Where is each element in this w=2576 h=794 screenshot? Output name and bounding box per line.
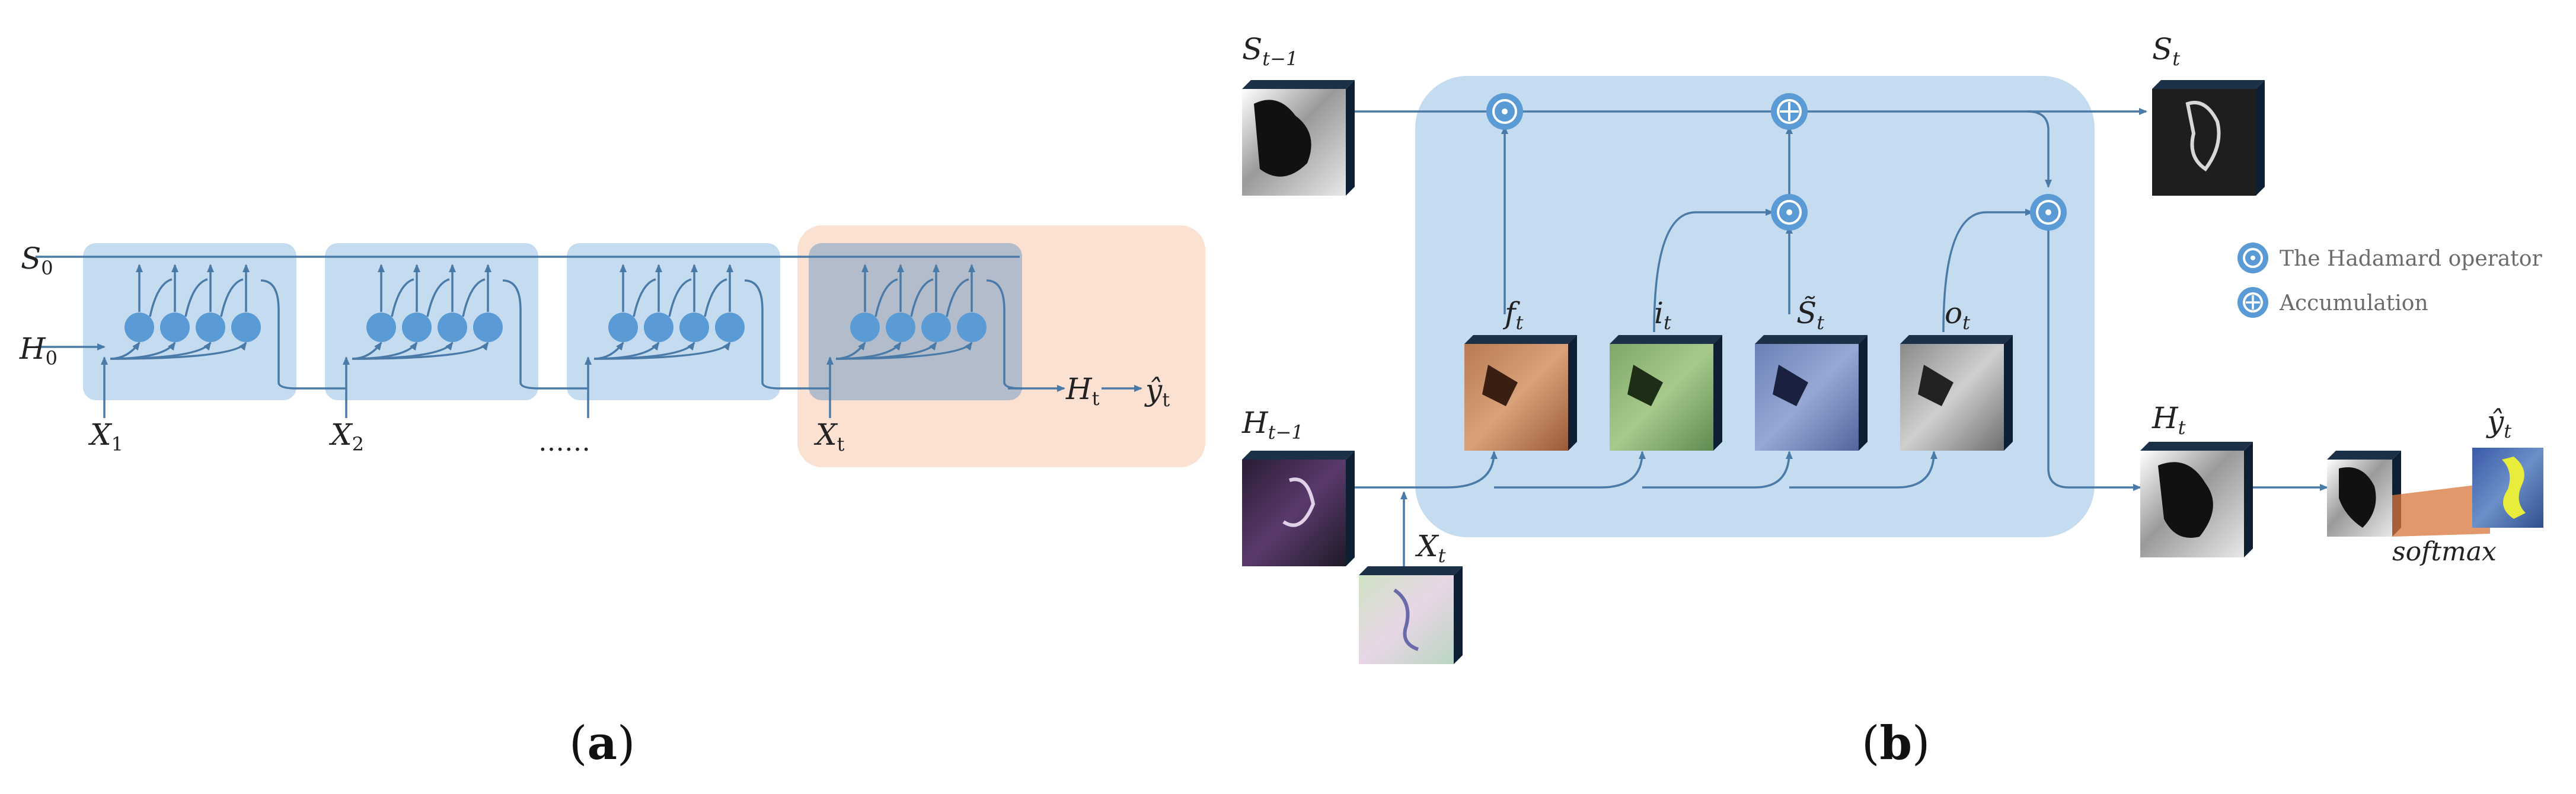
- label-h0: H0: [19, 331, 58, 369]
- skip-link: [946, 278, 969, 317]
- cube-s-prev: [1242, 80, 1355, 196]
- skip-link: [220, 278, 244, 317]
- cell-node: [957, 313, 987, 342]
- hadamard-operator-icon: [2030, 194, 2067, 231]
- cube-x-t: [1359, 566, 1463, 664]
- label-x1: X1: [88, 417, 123, 455]
- label-s0: S0: [21, 241, 53, 279]
- output-prediction-map: [2472, 448, 2543, 528]
- label-s-prev: St−1: [1242, 32, 1298, 70]
- hadamard-legend-icon: [2237, 243, 2268, 273]
- label-ht: Ht: [1065, 372, 1100, 410]
- cube-o-t: [1900, 335, 2013, 451]
- label-xt: Xt: [813, 417, 845, 455]
- skip-link: [462, 278, 486, 317]
- skip-link: [184, 278, 208, 317]
- recurrent-cells: [101, 264, 1023, 418]
- panel-a-label: (a): [569, 716, 635, 770]
- hidden-output-path: [744, 279, 781, 390]
- skip-link: [391, 278, 414, 317]
- panel-a: S0 H0 X1 X2 …… Xt Ht ŷt (a): [19, 225, 1205, 770]
- legend-hadamard-label: The Hadamard operator: [2280, 247, 2542, 271]
- skip-link: [704, 278, 727, 317]
- cell-node: [608, 313, 638, 342]
- softmax-projection: [2392, 483, 2490, 537]
- cell-box-1: [83, 243, 296, 400]
- cube-h-t: [2140, 442, 2253, 557]
- cell-node: [679, 313, 709, 342]
- node-input-path: [593, 342, 731, 360]
- cell-node: [921, 313, 951, 342]
- cell-node: [850, 313, 880, 342]
- hidden-output-path: [502, 279, 539, 390]
- cube-i-t: [1610, 335, 1722, 451]
- skip-link: [668, 278, 692, 317]
- node-input-path: [352, 342, 489, 360]
- label-x2: X2: [328, 417, 364, 455]
- cube-softmax-input: [2327, 451, 2401, 537]
- panel-b-label: (b): [1862, 716, 1930, 770]
- accumulation-operator-icon: [1771, 93, 1808, 130]
- label-softmax: softmax: [2392, 537, 2497, 567]
- cube-s-tilde: [1755, 335, 1868, 451]
- lstm-cell-box: [1415, 76, 2095, 537]
- cell-node: [473, 313, 503, 342]
- skip-link: [149, 278, 173, 317]
- connections: [1352, 108, 2328, 566]
- label-yhat-b: ŷt: [2486, 404, 2511, 442]
- label-s-tilde: S̃t: [1796, 295, 1824, 334]
- cell-node: [644, 313, 673, 342]
- hadamard-operator-icon: [1771, 194, 1808, 231]
- cell-node: [160, 313, 190, 342]
- cell-node: [715, 313, 745, 342]
- legend-accumulation-label: Accumulation: [2279, 291, 2428, 315]
- legend: The Hadamard operator Accumulation: [2237, 243, 2542, 318]
- cell-box-3: [567, 243, 780, 400]
- accumulation-legend-icon: [2237, 287, 2268, 318]
- node-input-path: [110, 342, 247, 360]
- cell-node: [125, 313, 154, 342]
- skip-link: [426, 278, 450, 317]
- cube-h-prev: [1242, 451, 1355, 566]
- panel-b: St−1 St ft it S̃t ot Ht−1 Xt Ht ŷt softm…: [1241, 32, 2543, 770]
- label-h-prev: Ht−1: [1241, 406, 1304, 444]
- label-o-t: ot: [1945, 296, 1970, 334]
- cell-node: [886, 313, 915, 342]
- label-ellipsis: ……: [538, 427, 590, 457]
- hadamard-operator-icon: [1486, 93, 1523, 130]
- skip-link: [874, 278, 898, 317]
- cell-node: [438, 313, 467, 342]
- node-input-path: [835, 342, 973, 360]
- label-s-t: St: [2152, 32, 2180, 70]
- cell-box-4: [809, 243, 1022, 400]
- cube-f-t: [1464, 335, 1577, 451]
- cell-node: [196, 313, 225, 342]
- label-i-t: it: [1654, 296, 1671, 334]
- skip-link: [633, 278, 656, 317]
- label-h-t: Ht: [2152, 401, 2186, 439]
- cell-node: [402, 313, 432, 342]
- cell-node: [366, 313, 396, 342]
- cube-s-t: [2152, 80, 2265, 196]
- label-yhat: ŷt: [1144, 373, 1170, 411]
- hidden-output-path: [260, 279, 297, 390]
- cell-node: [231, 313, 261, 342]
- label-x-t: Xt: [1415, 529, 1446, 567]
- skip-link: [910, 278, 934, 317]
- cell-box-2: [325, 243, 538, 400]
